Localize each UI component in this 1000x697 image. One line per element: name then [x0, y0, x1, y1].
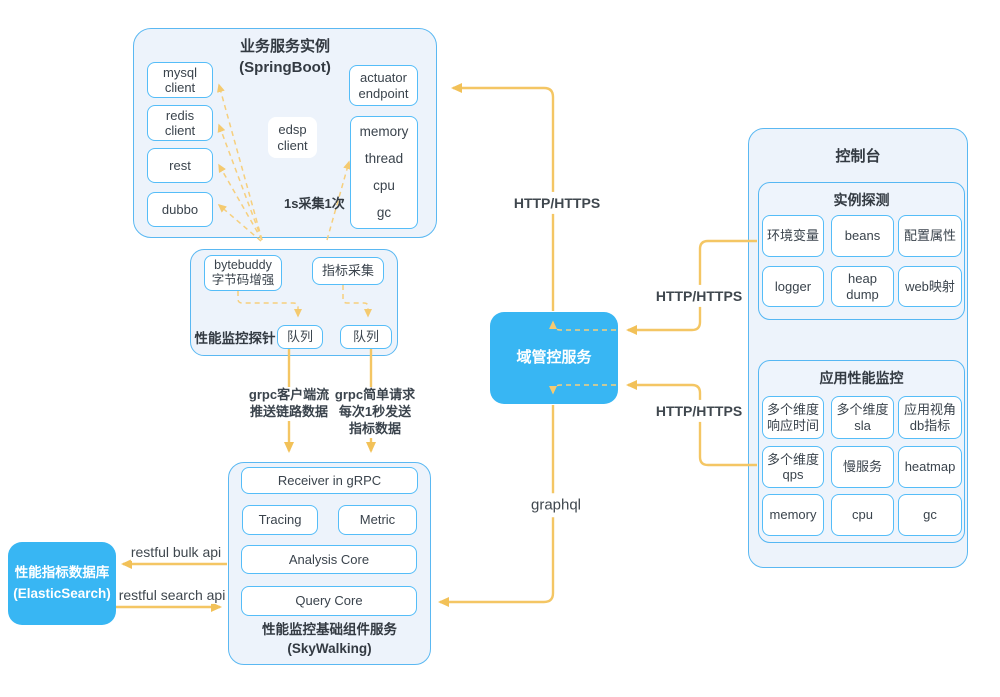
apm-item-gc: gc	[898, 494, 962, 536]
client-rest: rest	[147, 148, 213, 183]
queue-left-box: 队列	[277, 325, 323, 349]
probe-item-env: 环境变量	[762, 215, 824, 257]
receiver-grpc-box: Receiver in gRPC	[241, 467, 418, 494]
tracing-box: Tracing	[242, 505, 318, 535]
probe-item-config: 配置属性	[898, 215, 962, 257]
springboot-title-line1: 业务服务实例	[239, 38, 330, 55]
apm-item-qps: 多个维度 qps	[762, 446, 824, 488]
domain-control-service-label: 域管控服务	[516, 348, 592, 366]
apm-item-sla: 多个维度 sla	[831, 396, 894, 439]
skywalking-title-line2: (SkyWalking)	[287, 640, 372, 656]
probe-item-beans: beans	[831, 215, 894, 257]
query-core-box: Query Core	[241, 586, 417, 616]
apm-item-memory: memory	[762, 494, 824, 536]
arrow-console-lower-to-domain	[626, 380, 757, 467]
apm-item-heatmap: heatmap	[898, 446, 962, 488]
domain-control-service-box: 域管控服务	[490, 312, 618, 404]
apm-item-resptime: 多个维度 响应时间	[762, 396, 824, 439]
metric-memory: memory	[359, 124, 409, 140]
grpc-simple-label: grpc简单请求 每次1秒发送 指标数据	[331, 387, 419, 438]
graphql-label: graphql	[526, 493, 586, 517]
metric-box: Metric	[338, 505, 417, 535]
restful-bulk-label: restful bulk api	[130, 542, 222, 562]
metric-collector-box: 指标采集	[312, 257, 384, 285]
http-console-lower-label: HTTP/HTTPS	[651, 399, 747, 423]
restful-search-label: restful search api	[118, 585, 226, 605]
probe-item-logger: logger	[762, 266, 824, 307]
bytebuddy-box: bytebuddy 字节码增强	[204, 255, 282, 291]
skywalking-title-line1: 性能监控基础组件服务	[262, 622, 397, 637]
client-redis: redis client	[147, 105, 213, 141]
springboot-title-line2: (SpringBoot)	[239, 59, 331, 76]
skywalking-title: 性能监控基础组件服务 (SkyWalking)	[228, 621, 431, 659]
springboot-title: 业务服务实例 (SpringBoot)	[133, 36, 437, 78]
elasticsearch-label-line2: (ElasticSearch)	[13, 585, 111, 601]
elasticsearch-label-line1: 性能指标数据库	[14, 565, 110, 581]
actuator-endpoint-box: actuator endpoint	[349, 65, 418, 106]
console-title: 控制台	[835, 148, 881, 165]
http-to-instance-label: HTTP/HTTPS	[509, 191, 605, 215]
http-console-upper-label: HTTP/HTTPS	[651, 284, 747, 308]
sample-rate-note: 1s采集1次	[284, 196, 345, 211]
edsp-client-box: edsp client	[268, 117, 317, 158]
apm-item-db: 应用视角 db指标	[898, 396, 962, 439]
apm-item-slow: 慢服务	[831, 446, 894, 488]
grpc-stream-label: grpc客户端流 推送链路数据	[245, 387, 333, 421]
jvm-metrics-box: memory thread cpu gc	[350, 116, 418, 229]
client-dubbo: dubbo	[147, 192, 213, 227]
metric-thread: thread	[364, 151, 404, 167]
analysis-core-box: Analysis Core	[241, 545, 417, 574]
elasticsearch-box: 性能指标数据库 (ElasticSearch)	[8, 542, 116, 625]
instance-probe-title: 实例探测	[833, 192, 890, 208]
queue-right-box: 队列	[340, 325, 392, 349]
client-mysql: mysql client	[147, 62, 213, 98]
metric-gc: gc	[376, 204, 392, 220]
probe-label: 性能监控探针	[194, 331, 276, 346]
apm-title: 应用性能监控	[819, 370, 904, 386]
probe-item-webmap: web映射	[898, 266, 962, 307]
apm-item-cpu: cpu	[831, 494, 894, 536]
probe-item-heapdump: heap dump	[831, 266, 894, 307]
metric-cpu: cpu	[373, 177, 395, 193]
